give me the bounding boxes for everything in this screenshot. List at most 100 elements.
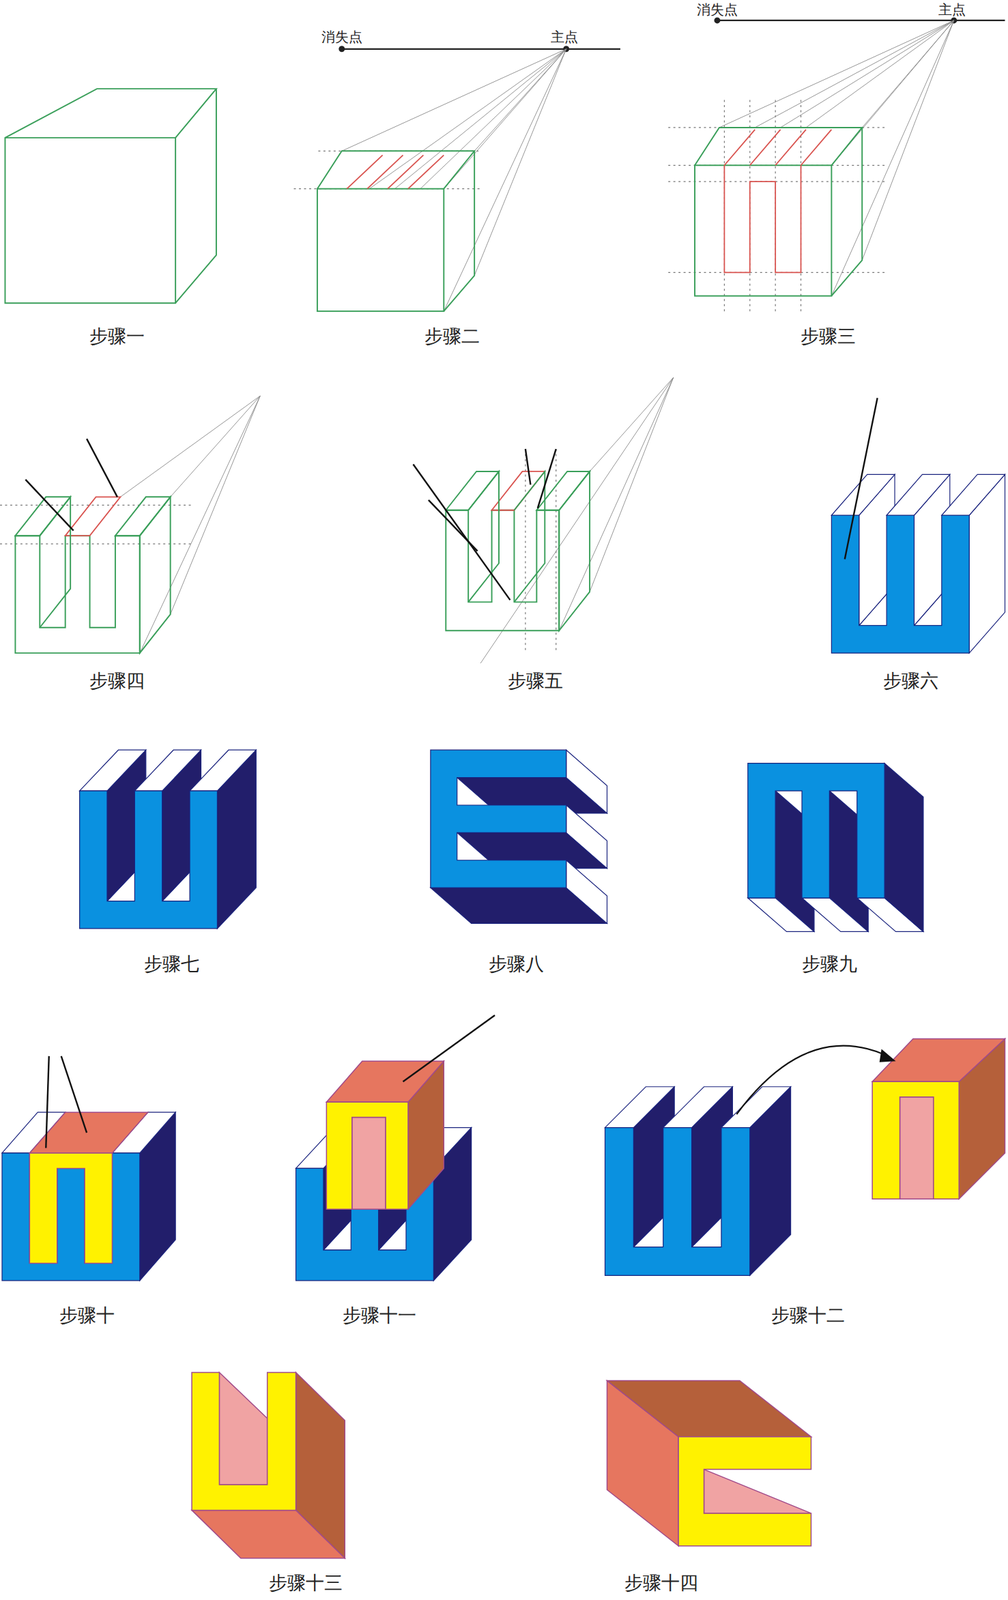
letter-outline — [412, 464, 510, 600]
letter-outline — [537, 449, 557, 509]
point-label: 主点 — [550, 28, 579, 46]
extruded-letter — [566, 750, 608, 814]
letter-outline — [15, 535, 140, 654]
step-caption: 步骤十一 — [342, 1304, 417, 1327]
step-caption: 步骤一 — [89, 325, 145, 348]
perspective-box — [724, 165, 801, 273]
extruded-letter — [831, 515, 970, 654]
extruded-letter — [79, 750, 257, 929]
step-caption: 步骤九 — [801, 953, 858, 976]
extruded-letter — [663, 1087, 733, 1129]
step-caption: 步骤二 — [424, 325, 480, 348]
perspective-box — [694, 127, 862, 166]
extruded-letter — [801, 898, 869, 932]
perspective-box — [341, 49, 567, 152]
extruded-letter — [747, 898, 815, 932]
extruded-letter — [736, 1046, 886, 1115]
extruded-letter — [604, 1128, 750, 1277]
extruded-letter — [606, 1380, 811, 1437]
extruded-letter — [831, 474, 895, 516]
extruded-letter — [326, 1061, 444, 1103]
letter-outline — [445, 510, 559, 631]
perspective-box — [341, 48, 621, 50]
extruded-letter — [678, 1437, 811, 1547]
perspective-box — [724, 129, 755, 166]
letter-outline — [115, 496, 171, 536]
step-caption: 步骤十四 — [624, 1572, 699, 1595]
cube-outline — [175, 88, 217, 304]
extruded-letter — [326, 1102, 409, 1210]
letter-outline — [412, 377, 673, 664]
extruded-letter — [566, 860, 608, 925]
extruded-letter — [191, 1372, 296, 1511]
step-caption: 步骤五 — [507, 670, 564, 693]
letter-outline — [139, 395, 261, 654]
extruded-letter — [844, 397, 878, 559]
extruded-letter — [886, 474, 950, 516]
point-label: 主点 — [938, 1, 966, 18]
extruded-letter — [604, 1038, 1005, 1276]
extruded-letter — [879, 1048, 897, 1062]
perspective-box — [775, 129, 806, 166]
letter-outline — [120, 395, 261, 497]
perspective-box — [668, 17, 1005, 312]
extruded-letter — [606, 1380, 811, 1546]
letter-outline — [428, 500, 478, 552]
perspective-box — [668, 181, 888, 183]
letter-outline — [480, 377, 674, 664]
letter-outline — [558, 377, 673, 631]
cube-outline — [4, 137, 176, 304]
perspective-box — [801, 129, 832, 166]
perspective-box — [713, 17, 720, 24]
perspective-box — [780, 20, 955, 128]
letter-outline — [39, 496, 71, 628]
letter-outline — [15, 496, 71, 536]
extruded-letter — [721, 1087, 791, 1129]
extruded-letter — [831, 397, 1005, 654]
extruded-letter — [61, 1056, 87, 1133]
extruded-letter — [2, 1153, 140, 1281]
perspective-box — [367, 154, 403, 189]
perspective-box — [443, 150, 475, 312]
perspective-box — [346, 154, 383, 189]
perspective-box — [717, 19, 1006, 22]
perspective-box — [750, 129, 781, 166]
letter-outline — [589, 377, 674, 472]
letter-outline — [558, 471, 590, 631]
letter-outline — [86, 438, 118, 497]
letter-outline — [0, 543, 194, 545]
letter-outline — [468, 471, 499, 602]
extruded-letter — [430, 750, 567, 888]
extruded-letter — [219, 1372, 267, 1486]
extruded-letter — [79, 750, 147, 791]
step-caption: 步骤十二 — [771, 1304, 845, 1327]
perspective-box — [420, 49, 567, 190]
extruded-letter — [2, 1056, 176, 1281]
letter-outline — [25, 479, 74, 531]
step-caption: 步骤三 — [800, 325, 856, 348]
extruded-letter — [900, 1097, 934, 1200]
perspective-box — [387, 154, 424, 189]
letter-outline — [170, 395, 261, 497]
cube-outline — [4, 88, 216, 138]
extruded-letter — [352, 1117, 386, 1211]
perspective-box — [861, 20, 955, 261]
extruded-letter — [872, 1038, 1005, 1082]
perspective-box — [474, 49, 567, 276]
perspective-box — [317, 189, 444, 312]
step-caption: 步骤七 — [144, 953, 200, 976]
perspective-box — [754, 20, 955, 128]
extruded-letter — [704, 1470, 812, 1514]
letter-outline — [513, 471, 545, 602]
extruded-letter — [134, 750, 201, 791]
extruded-letter — [29, 1153, 112, 1264]
extruded-letter — [189, 750, 256, 791]
point-label: 消失点 — [696, 1, 738, 18]
extruded-letter — [941, 474, 1006, 516]
extruded-letter — [884, 763, 924, 933]
extruded-letter — [403, 1015, 496, 1082]
extruded-letter — [191, 1510, 345, 1559]
extruded-letter — [747, 763, 924, 933]
